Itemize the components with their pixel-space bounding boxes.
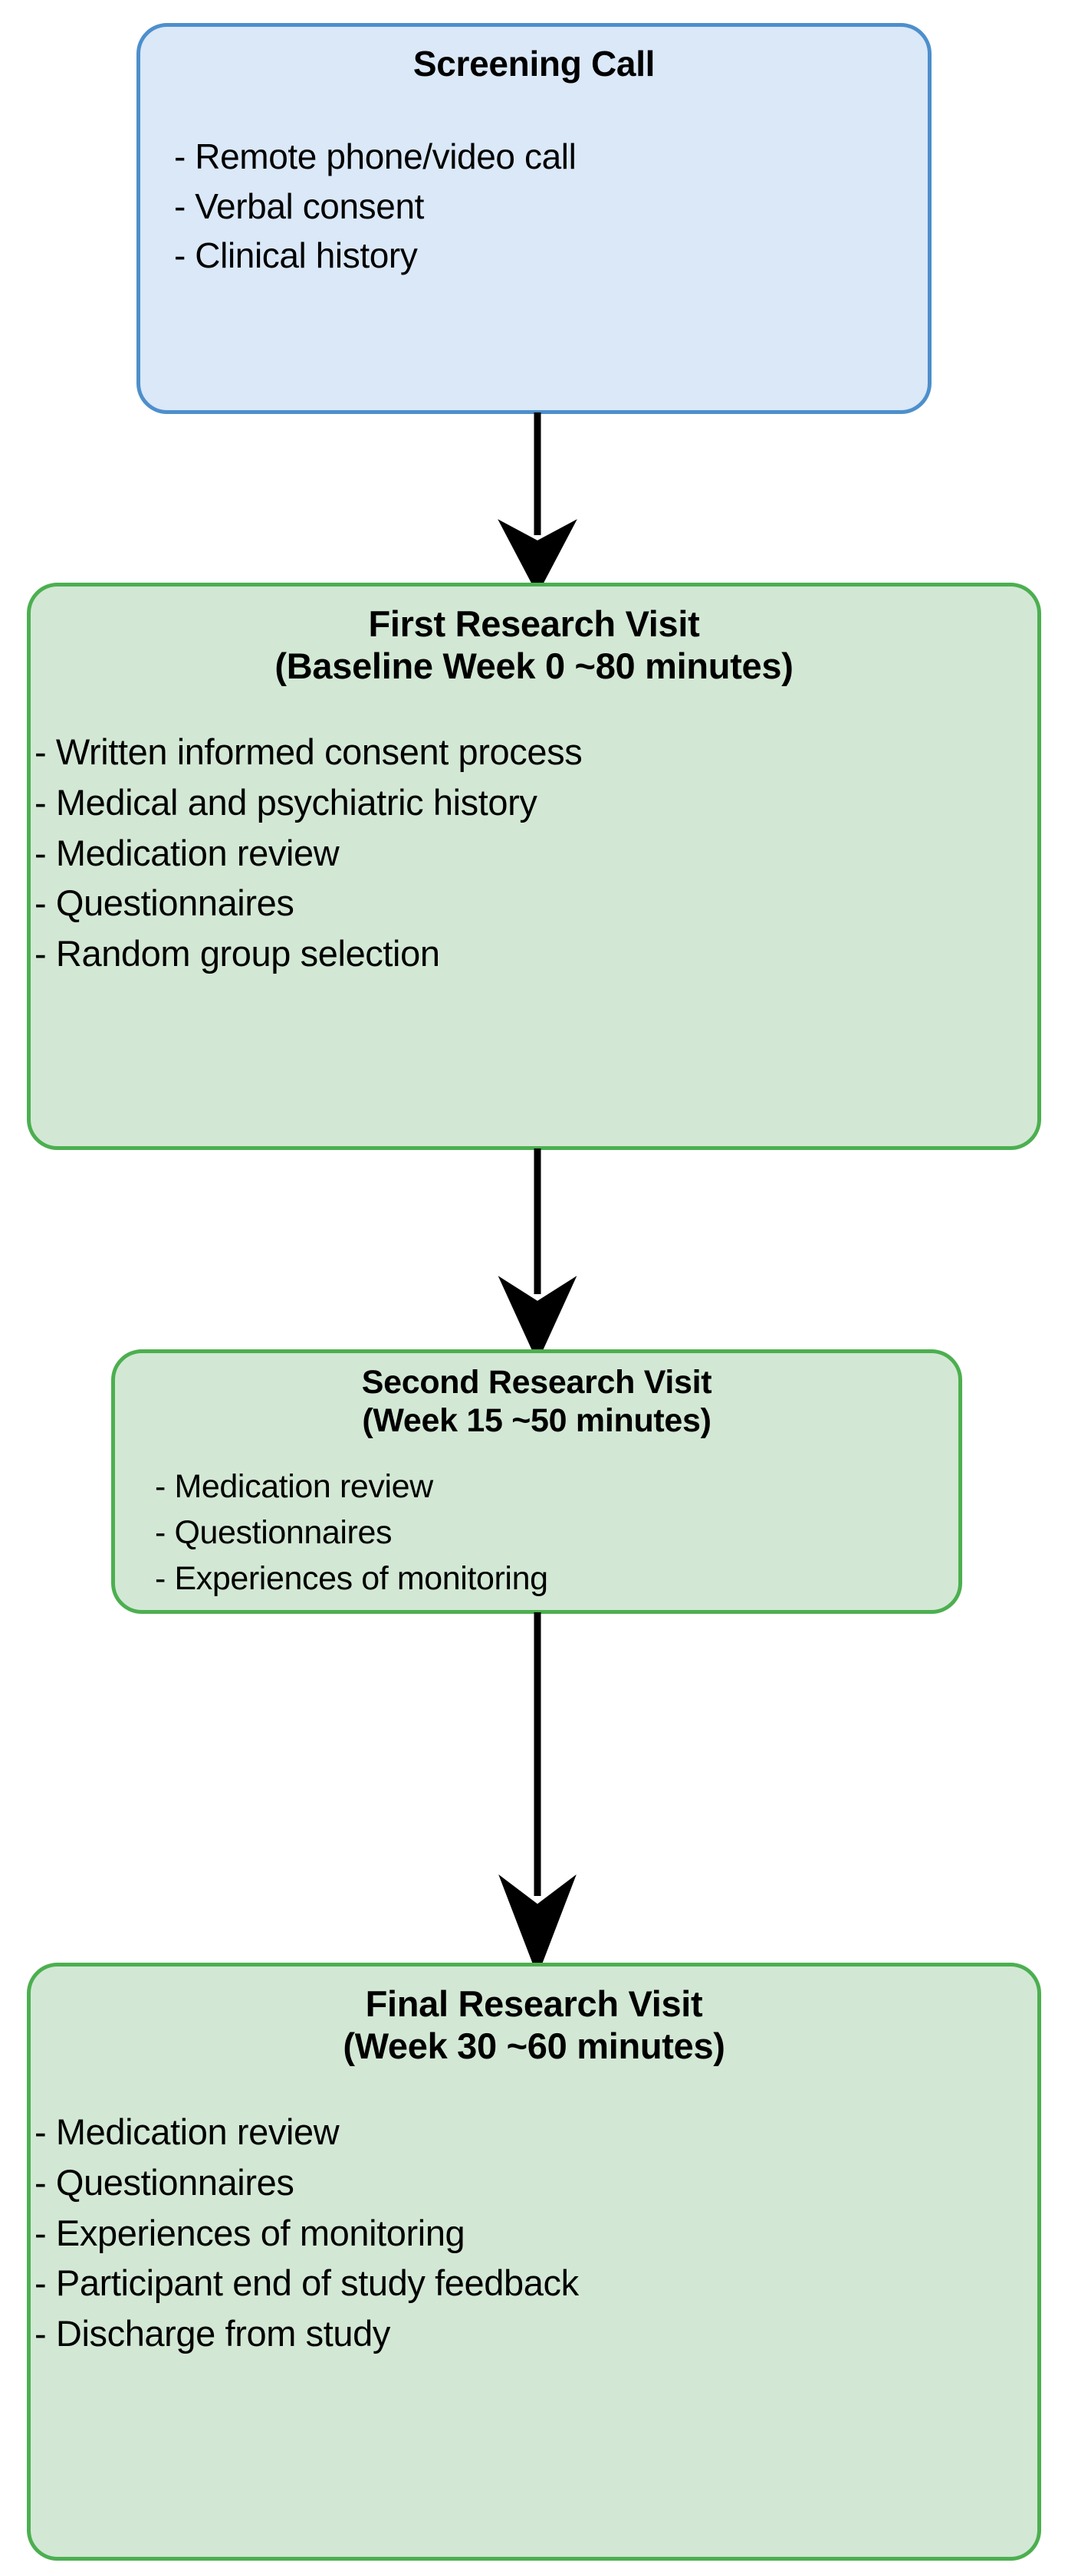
list-item: - Random group selection (35, 933, 440, 974)
node-first-research-visit-title: First Research Visit (Baseline Week 0 ~8… (274, 603, 794, 686)
arrow-down-icon (498, 1612, 577, 1967)
arrow-screening-to-first-visit (495, 412, 580, 587)
arrow-down-icon (498, 1148, 577, 1354)
list-item: - Discharge from study (35, 2313, 390, 2354)
node-final-research-visit-items: - Medication review - Questionnaires - E… (31, 2107, 1037, 2359)
arrow-down-icon (498, 412, 577, 587)
node-first-research-visit-items: - Written informed consent process - Med… (31, 727, 1037, 979)
list-item: - Questionnaires (35, 2161, 294, 2203)
list-item: - Medication review (35, 2111, 340, 2153)
list-item: - Experiences of monitoring (155, 1560, 548, 1598)
node-second-research-visit-title: Second Research Visit (Week 15 ~50 minut… (361, 1364, 712, 1439)
node-first-research-visit[interactable]: First Research Visit (Baseline Week 0 ~8… (27, 583, 1041, 1150)
node-screening-call[interactable]: Screening Call - Remote phone/video call… (136, 23, 932, 414)
list-item: - Clinical history (174, 235, 418, 276)
list-item: - Verbal consent (174, 186, 425, 226)
list-item: - Questionnaires (35, 882, 294, 924)
arrow-first-visit-to-second-visit (495, 1148, 580, 1354)
node-second-research-visit[interactable]: Second Research Visit (Week 15 ~50 minut… (111, 1349, 962, 1614)
node-screening-call-items: - Remote phone/video call - Verbal conse… (140, 132, 928, 280)
list-item: - Medication review (155, 1467, 433, 1505)
list-item: - Medical and psychiatric history (35, 781, 537, 823)
list-item: - Experiences of monitoring (35, 2212, 465, 2253)
list-item: - Participant end of study feedback (35, 2262, 579, 2304)
list-item: - Written informed consent process (35, 731, 583, 773)
node-final-research-visit[interactable]: Final Research Visit (Week 30 ~60 minute… (27, 1963, 1041, 2561)
node-final-research-visit-title: Final Research Visit (Week 30 ~60 minute… (343, 1983, 725, 2066)
node-second-research-visit-items: - Medication review - Questionnaires - E… (115, 1464, 958, 1602)
list-item: - Questionnaires (155, 1513, 393, 1551)
list-item: - Remote phone/video call (174, 136, 577, 177)
list-item: - Medication review (35, 832, 340, 873)
arrow-second-visit-to-final-visit (495, 1612, 580, 1967)
node-screening-call-title: Screening Call (412, 44, 656, 84)
